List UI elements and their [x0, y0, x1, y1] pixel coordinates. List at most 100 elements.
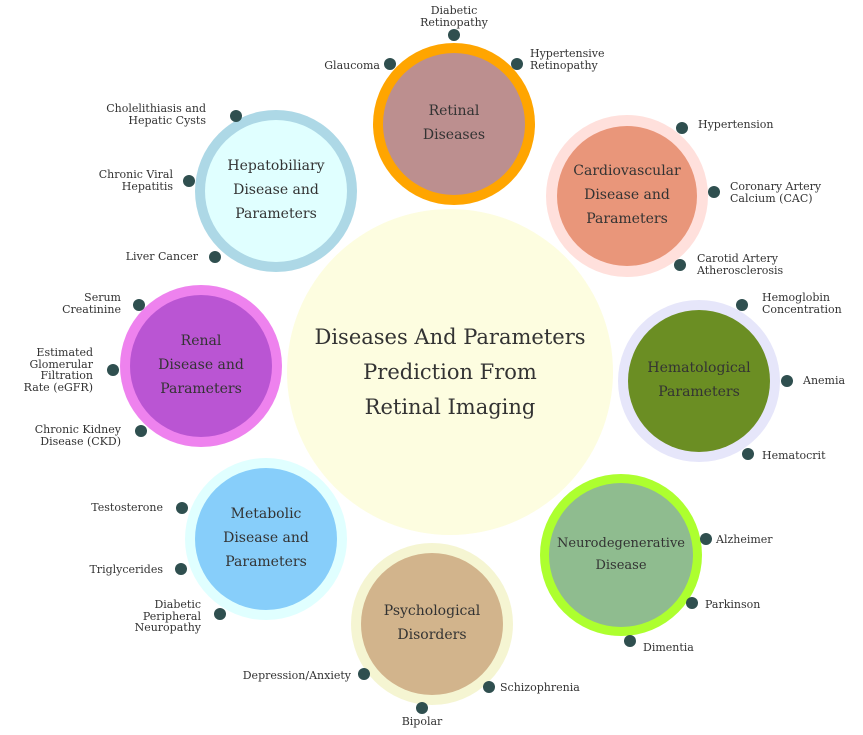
- renal-title-line: Renal: [180, 333, 222, 350]
- center-circle: [287, 209, 613, 535]
- hepato-param-dot: [209, 251, 221, 263]
- hemato-circle: [628, 310, 770, 452]
- hepato-title-line: Parameters: [235, 205, 317, 222]
- metabolic-title-line: Metabolic: [230, 506, 302, 523]
- metabolic-param-label-line: Neuropathy: [134, 621, 201, 635]
- retinal-param-dot: [511, 58, 523, 70]
- neuro-param-label: Dimentia: [643, 642, 694, 654]
- metabolic-title-line: Parameters: [225, 553, 307, 570]
- neuro-circle: [549, 483, 693, 627]
- hemato-param-label: Anemia: [803, 375, 845, 387]
- metabolic-param-label: Triglycerides: [89, 564, 163, 576]
- metabolic-circle: [195, 468, 337, 610]
- center-title-line: Prediction From: [363, 360, 537, 384]
- retinal-param-label-line: Hypertensive: [530, 47, 605, 60]
- retinal-param-label-line: Glaucoma: [324, 59, 380, 72]
- psych-param-dot: [416, 702, 428, 714]
- retinal-param-label: Glaucoma: [324, 60, 380, 72]
- hepato-title-line: Disease and: [233, 182, 319, 199]
- neuro-param-dot: [624, 635, 636, 647]
- metabolic-param-label-line: Triglycerides: [89, 563, 163, 576]
- psych-param-label: Schizophrenia: [500, 682, 580, 694]
- retinal-param-dot: [448, 29, 460, 41]
- renal-param-label-line: Estimated: [36, 346, 93, 359]
- psych-param-label: Bipolar: [362, 716, 482, 728]
- hepato-param-label-line: Cholelithiasis and: [106, 102, 206, 115]
- center-title-line: Retinal Imaging: [364, 395, 536, 419]
- renal-param-dot: [135, 425, 147, 437]
- renal-title-line: Disease and: [158, 357, 244, 374]
- cardio-param-label-line: Hypertension: [698, 118, 774, 131]
- cardio-param-label-line: Atherosclerosis: [697, 263, 784, 277]
- cardio-title-line: Cardiovascular: [573, 163, 681, 180]
- hemato-param-dot: [781, 375, 793, 387]
- hemato-param-label-line: Hematocrit: [762, 449, 826, 462]
- psych-param-label-line: Depression/Anxiety: [242, 669, 351, 682]
- metabolic-param-label-line: Testosterone: [91, 501, 163, 514]
- retinal-circle: [383, 53, 525, 195]
- cardio-param-label-line: Coronary Artery: [730, 180, 822, 193]
- hepato-title-line: Hepatobiliary: [227, 158, 325, 175]
- neuro-param-label-line: Dimentia: [643, 641, 694, 654]
- retinal-param-label-line: Retinopathy: [530, 58, 598, 72]
- hepato-param-label-line: Chronic Viral: [98, 168, 173, 181]
- hepato-param-label-line: Hepatitis: [121, 179, 173, 193]
- metabolic-param-dot: [176, 502, 188, 514]
- hemato-param-dot: [736, 299, 748, 311]
- psych-circle: [361, 553, 503, 695]
- psych-param-label-line: Bipolar: [401, 715, 443, 728]
- psych-param-dot: [483, 681, 495, 693]
- renal-param-label-line: Chronic Kidney: [34, 423, 121, 436]
- neuro-title-line: Neurodegenerative: [557, 535, 685, 551]
- metabolic-param-label: Testosterone: [91, 502, 163, 514]
- retinal-param-label-line: Retinopathy: [420, 15, 488, 29]
- retinal-title-line: Retinal: [428, 103, 480, 120]
- hemato-title-line: Hematological: [647, 360, 751, 377]
- renal-title-line: Parameters: [160, 380, 242, 397]
- cardio-circle: [557, 126, 697, 266]
- hemato-param-label-line: Concentration: [762, 302, 842, 316]
- metabolic-param-dot: [214, 608, 226, 620]
- metabolic-param-dot: [175, 563, 187, 575]
- cardio-param-dot: [676, 122, 688, 134]
- cardio-param-dot: [674, 259, 686, 271]
- hemato-param-dot: [742, 448, 754, 460]
- neuro-param-dot: [700, 533, 712, 545]
- neuro-param-label: Parkinson: [705, 599, 760, 611]
- psych-title-line: Disorders: [397, 626, 467, 643]
- center-title-line: Diseases And Parameters: [314, 325, 586, 349]
- renal-param-label-line: Creatinine: [62, 302, 121, 316]
- neuro-param-dot: [686, 597, 698, 609]
- psych-param-dot: [358, 668, 370, 680]
- retinal-param-dot: [384, 58, 396, 70]
- hemato-param-label: Hematocrit: [762, 450, 826, 462]
- hepato-param-dot: [230, 110, 242, 122]
- hepato-param-dot: [183, 175, 195, 187]
- psych-param-label-line: Schizophrenia: [500, 681, 580, 694]
- cardio-param-label-line: Calcium (CAC): [730, 191, 813, 205]
- cardio-param-dot: [708, 186, 720, 198]
- renal-param-label-line: Glomerular: [29, 357, 93, 371]
- retinal-param-label-line: Diabetic: [430, 4, 478, 17]
- metabolic-title-line: Disease and: [223, 530, 309, 547]
- metabolic-param-label-line: Diabetic: [154, 598, 201, 611]
- cardio-param-label-line: Carotid Artery: [697, 252, 778, 265]
- hepato-param-label-line: Hepatic Cysts: [128, 113, 206, 127]
- renal-circle: [130, 295, 272, 437]
